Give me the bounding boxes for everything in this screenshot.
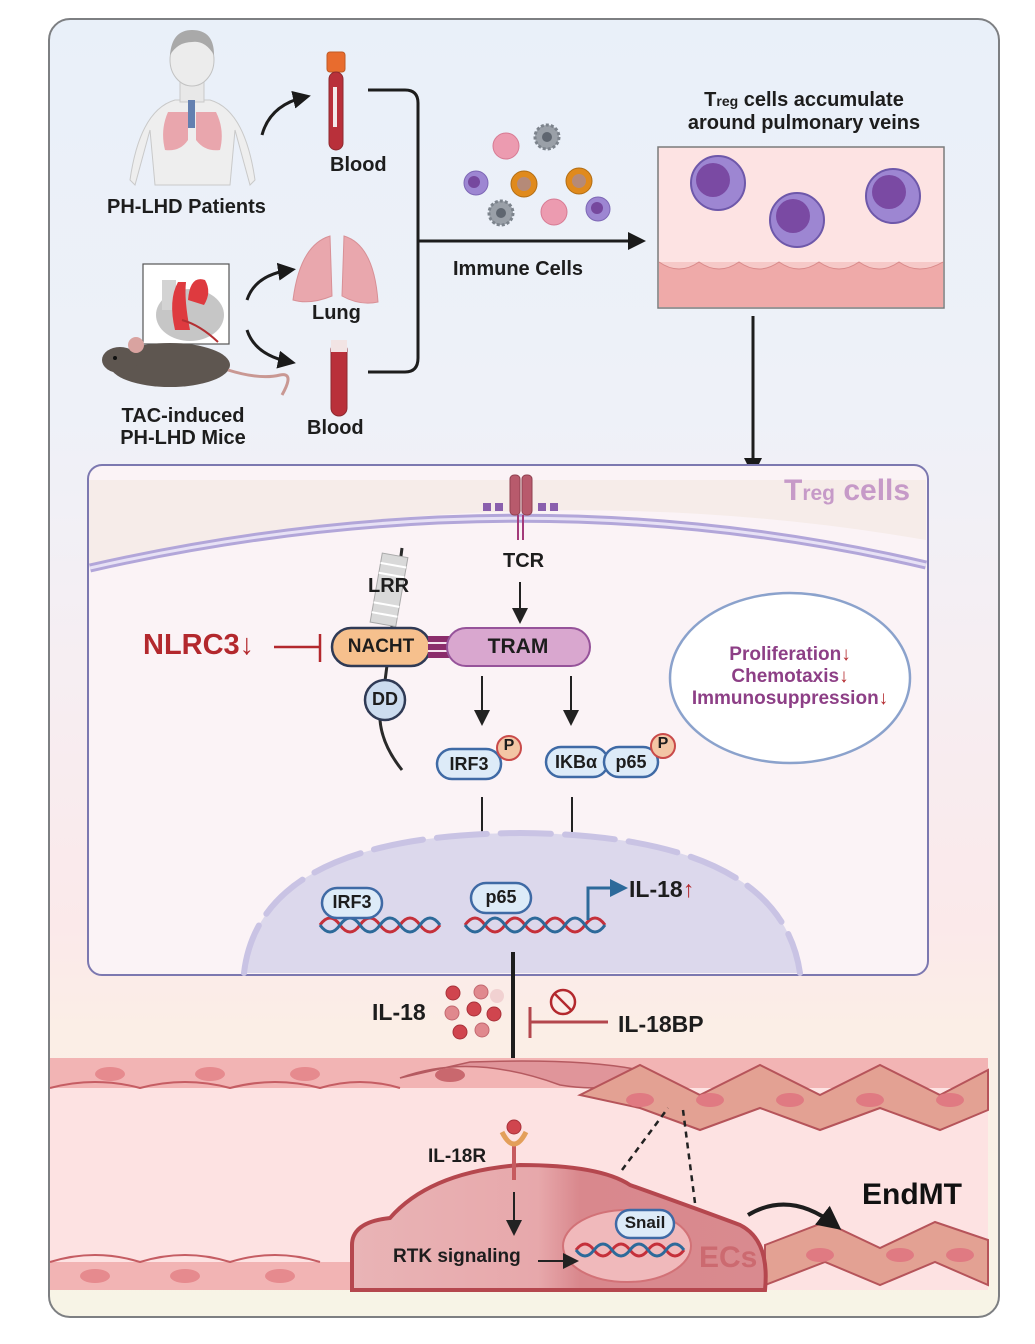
effects-ellipse [668,591,912,765]
treg-cell-panel [87,464,929,976]
lung-icon [292,235,379,304]
treg-accumulation-title: Treg cells accumulate around pulmonary v… [687,89,921,134]
tram-domain [446,627,591,667]
up-arrow-icon: ↑ [682,876,695,902]
down-arrow-icon: ↓ [878,688,889,709]
mice-label-line1: TAC-induced [121,405,245,427]
irf3-phospho [496,735,522,761]
nucleus-irf3-label: IRF3 [332,892,372,912]
tcr-receptor-icon [483,474,558,540]
arrow-endmt [746,1202,842,1230]
il18-molecules-icon [444,984,504,1040]
mouse-icon [102,337,290,396]
mesenchymal-cells-bottom [764,1220,989,1287]
tram-label: TRAM [487,635,549,658]
down-arrow-icon: ↓ [839,666,849,687]
down-arrow-icon: ↓ [239,629,255,661]
lrr-label: LRR [368,575,410,597]
tac-heart-inset [142,263,230,345]
patient-blood-label: Blood [330,154,387,176]
dna-snail-icon [574,1242,686,1258]
rtk-signaling-label: RTK signaling [393,1246,521,1267]
arrow-patient-to-blood [260,90,311,136]
tcr-label: TCR [503,550,545,572]
il18-gene-label: IL-18↑ [629,876,695,902]
irf3-phospho-label: P [503,737,515,754]
blood-tube-patient-icon [326,51,346,151]
il18bp-label: IL-18BP [618,1011,704,1037]
mice-label: TAC-induced PH-LHD Mice [120,405,246,449]
il18r-label: IL-18R [428,1146,487,1167]
effect-proliferation: Proliferation↓ [729,644,851,665]
mesenchymal-cells-top [577,1063,989,1132]
prohibited-icon [549,988,577,1016]
p65-label: p65 [615,752,647,772]
dna-p65-icon [463,916,607,934]
nlrc3-label: NLRC3↓ [143,629,255,661]
snail-label: Snail [624,1213,666,1232]
bracket-connector [368,88,420,374]
patient-figure-icon [129,30,256,186]
effect-immunosuppression: Immunosuppression↓ [691,688,889,709]
zoom-guide-right [681,1109,697,1204]
p65-phospho-label: P [657,735,669,752]
il18-secreted-label: IL-18 [372,999,426,1025]
effect-chemotaxis: Chemotaxis↓ [731,666,849,687]
immune-cells-label: Immune Cells [453,258,584,280]
lung-label: Lung [312,302,361,324]
immune-cells-cluster-icon [463,123,611,227]
ikba-label: IKBα [554,752,598,772]
extracellular-space [89,480,926,565]
il18-receptor-icon [499,1119,529,1180]
p65-phospho [650,733,676,759]
endothelial-layer-top [49,1058,988,1090]
arrow-mouse-to-blood [245,329,296,369]
irf3-protein [435,747,503,781]
dd-domain [363,678,407,722]
ecs-label: ECs [699,1241,758,1274]
p65-bound [469,881,533,915]
snail-protein [614,1208,676,1240]
mouse-blood-label: Blood [307,417,364,439]
irf3-bound [320,886,384,920]
transcription-arrow [586,879,628,920]
dd-label: DD [372,689,398,709]
treg-panel-title: Treg cells [784,474,911,507]
nacht-label: NACHT [347,636,415,657]
endothelial-layer-bottom [49,1254,350,1290]
patients-label: PH-LHD Patients [107,196,266,218]
nucleus-p65-label: p65 [485,887,517,907]
dna-irf3-icon [318,916,442,934]
mice-label-line2: PH-LHD Mice [120,427,246,449]
blood-tube-mouse-icon [330,340,348,417]
irf3-label: IRF3 [449,754,489,774]
endmt-label: EndMT [862,1178,962,1211]
arrow-mouse-to-lung [245,262,296,301]
pulmonary-vein-tissue [657,146,945,309]
zoom-guide-left [620,1107,670,1171]
lrr-domain-icon [369,552,409,628]
effects-list: Proliferation↓ Chemotaxis↓ Immunosuppres… [692,644,888,710]
p65-protein [602,745,660,779]
down-arrow-icon: ↓ [841,644,851,665]
nacht-tram-link [428,636,452,658]
